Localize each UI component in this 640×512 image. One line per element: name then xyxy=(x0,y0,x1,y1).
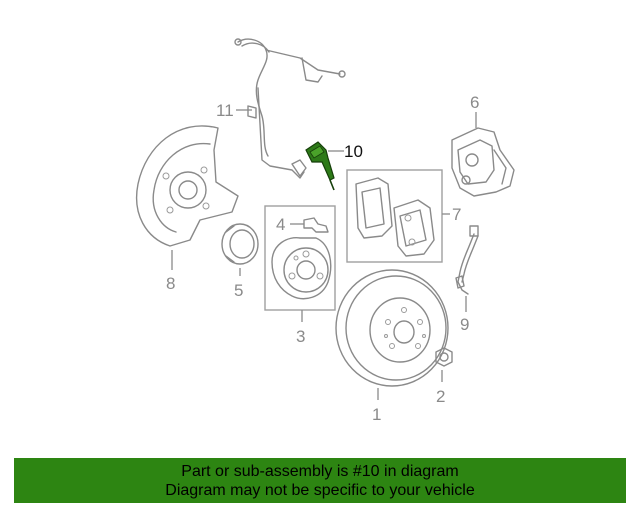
abs-speed-sensor-part[interactable] xyxy=(305,141,335,191)
callout-9: 9 xyxy=(460,315,469,334)
callout-7: 7 xyxy=(452,205,461,224)
callout-10: 10 xyxy=(344,142,363,161)
brake-pad-group-box xyxy=(346,169,443,263)
callout-4: 4 xyxy=(276,215,285,234)
hub-group-box xyxy=(264,205,336,311)
abs-wire-harness-part[interactable] xyxy=(234,38,346,179)
seal-part[interactable] xyxy=(221,223,259,265)
banner-line-2: Diagram may not be specific to your vehi… xyxy=(165,481,475,499)
brake-pads-part[interactable] xyxy=(355,177,435,257)
brake-rotor-part[interactable] xyxy=(335,269,449,387)
callout-5: 5 xyxy=(234,281,243,300)
callout-3: 3 xyxy=(296,327,305,346)
callout-6: 6 xyxy=(470,93,479,112)
callout-2: 2 xyxy=(436,387,445,406)
dust-shield-part[interactable] xyxy=(136,125,239,247)
info-banner: Part or sub-assembly is #10 in diagram D… xyxy=(14,458,626,503)
banner-line-1: Part or sub-assembly is #10 in diagram xyxy=(181,462,459,480)
hub-bearing-part[interactable] xyxy=(271,237,332,300)
callout-8: 8 xyxy=(166,274,175,293)
lug-nut-part[interactable] xyxy=(435,347,453,367)
callout-1: 1 xyxy=(372,405,381,424)
brake-hose-part[interactable] xyxy=(455,225,479,295)
caliper-part[interactable] xyxy=(451,127,515,197)
callout-11: 11 xyxy=(216,101,234,120)
brake-assembly-diagram: 11 10 8 5 4 xyxy=(136,38,515,424)
hub-bolt-part[interactable] xyxy=(303,217,329,233)
